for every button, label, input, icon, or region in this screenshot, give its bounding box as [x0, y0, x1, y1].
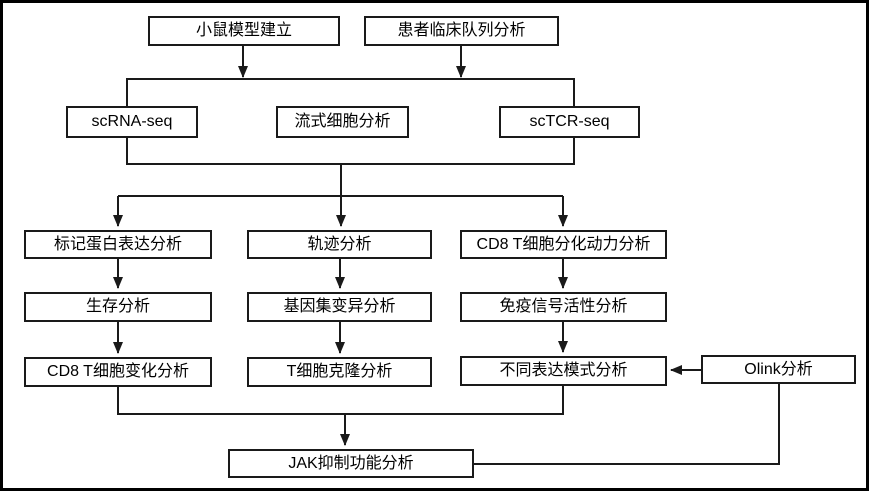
node-marker-protein-label: 标记蛋白表达分析 — [53, 235, 182, 253]
node-cd8-differentiation: CD8 T细胞分化动力分析 — [460, 230, 667, 259]
node-tcell-clone: T细胞克隆分析 — [247, 357, 432, 387]
node-scrna-seq-label: scRNA-seq — [91, 113, 173, 130]
node-cd8-change-label: CD8 T细胞变化分析 — [47, 363, 189, 380]
node-survival-label: 生存分析 — [85, 298, 150, 315]
node-flow-cytometry: 流式细胞分析 — [276, 106, 409, 138]
node-olink: Olink分析 — [701, 355, 856, 384]
node-jak-inhibition-label: JAK抑制功能分析 — [288, 454, 414, 472]
line-merge-bus — [117, 386, 564, 415]
node-mouse-model: 小鼠模型建立 — [148, 16, 340, 46]
node-jak-inhibition: JAK抑制功能分析 — [228, 449, 474, 478]
node-gene-set-variation: 基因集变异分析 — [247, 292, 432, 322]
node-flow-cytometry-label: 流式细胞分析 — [294, 113, 391, 130]
node-sctcr-seq: scTCR-seq — [499, 106, 640, 138]
node-gene-set-variation-label: 基因集变异分析 — [283, 298, 396, 315]
line-olink-to-jak — [474, 384, 780, 465]
line-analysis-bus — [126, 138, 575, 165]
node-expression-pattern-label: 不同表达模式分析 — [499, 362, 628, 379]
node-trajectory-label: 轨迹分析 — [307, 235, 372, 253]
node-marker-protein: 标记蛋白表达分析 — [24, 230, 212, 259]
node-trajectory: 轨迹分析 — [247, 230, 432, 259]
node-tcell-clone-label: T细胞克隆分析 — [286, 363, 393, 380]
node-immune-signal-label: 免疫信号活性分析 — [499, 298, 628, 315]
node-cd8-change: CD8 T细胞变化分析 — [24, 357, 212, 387]
node-patient-cohort: 患者临床队列分析 — [364, 16, 559, 46]
node-cd8-differentiation-label: CD8 T细胞分化动力分析 — [476, 235, 651, 253]
node-patient-cohort-label: 患者临床队列分析 — [397, 22, 526, 39]
line-collection-bus — [126, 78, 575, 106]
node-expression-pattern: 不同表达模式分析 — [460, 356, 667, 386]
node-immune-signal: 免疫信号活性分析 — [460, 292, 667, 322]
node-olink-label: Olink分析 — [744, 360, 813, 378]
node-sctcr-seq-label: scTCR-seq — [529, 113, 610, 130]
node-mouse-model-label: 小鼠模型建立 — [195, 22, 292, 39]
node-scrna-seq: scRNA-seq — [66, 106, 198, 138]
node-survival: 生存分析 — [24, 292, 212, 322]
